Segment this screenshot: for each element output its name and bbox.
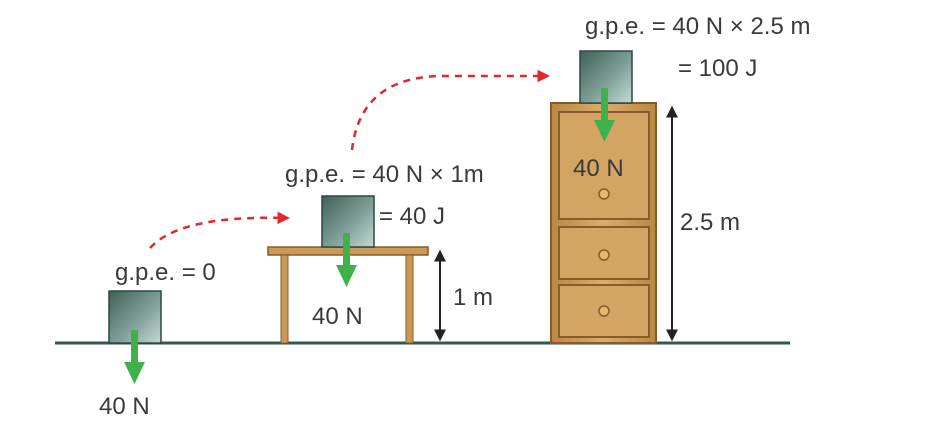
cabinet-height-label: 2.5 m <box>680 209 740 236</box>
drawer-knob-icon <box>598 249 610 261</box>
table-leg-right <box>405 254 414 344</box>
arrow-down-icon <box>336 233 357 287</box>
table-leg-left <box>280 254 289 344</box>
table-group: 40 N g.p.e. = 40 N × 1m = 40 J 1 m <box>267 161 493 344</box>
drawer-knob-icon <box>598 305 610 317</box>
floor-box-group: g.p.e. = 0 40 N <box>99 259 216 420</box>
table-weight-label: 40 N <box>312 303 363 330</box>
path-arrow-floor-to-table <box>149 211 290 249</box>
table-gpe-line2: = 40 J <box>379 203 445 230</box>
drawer-knob-icon <box>598 188 610 200</box>
cabinet-gpe-line1: g.p.e. = 40 N × 2.5 m <box>585 13 810 40</box>
cabinet-group: 40 N g.p.e. = 40 N × 2.5 m = 100 J 2.5 m <box>550 13 810 344</box>
arrow-down-icon <box>594 88 615 142</box>
arrow-down-icon <box>124 330 145 384</box>
table-height-label: 1 m <box>453 284 493 311</box>
floor-gpe-label: g.p.e. = 0 <box>115 259 216 286</box>
cabinet-gpe-line2: = 100 J <box>678 55 757 82</box>
floor-weight-label: 40 N <box>99 393 150 420</box>
table-gpe-line1: g.p.e. = 40 N × 1m <box>285 161 484 188</box>
cabinet-weight-label: 40 N <box>573 155 624 182</box>
path-arrow-table-to-cabinet <box>350 69 550 151</box>
